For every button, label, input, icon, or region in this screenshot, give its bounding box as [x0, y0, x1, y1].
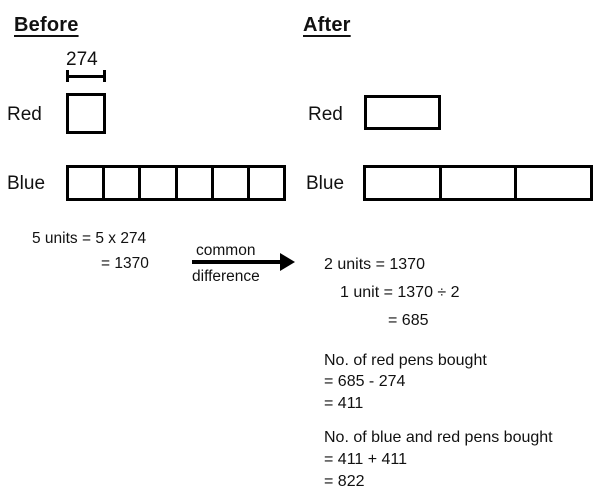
arrow-label-top: common — [196, 242, 256, 259]
total-pens-block-line-2: = 822 — [324, 473, 365, 490]
left-work-line-1: 5 units = 5 x 274 — [32, 230, 147, 247]
bracket-line — [66, 74, 106, 78]
measurement-value-274: 274 — [66, 49, 98, 70]
red-pens-block-title: No. of red pens bought — [324, 352, 487, 369]
bar-unit-cell — [249, 168, 284, 198]
bar-unit-cell — [69, 96, 103, 131]
before-section-heading: Before — [14, 14, 79, 36]
red-pens-block-line-2: = 411 — [324, 395, 364, 412]
arrow-label-bottom: difference — [192, 268, 260, 285]
right-work-line-3: = 685 — [388, 312, 429, 329]
bar-unit-cell — [213, 168, 250, 198]
before-blue-bar-label: Blue — [7, 173, 46, 194]
after-section-heading: After — [303, 14, 351, 36]
after-red-bar-label: Red — [308, 104, 343, 125]
right-arrow-icon — [192, 260, 282, 264]
bar-unit-cell — [441, 168, 518, 198]
after-blue-bar — [363, 165, 593, 201]
bar-unit-cell — [69, 168, 106, 198]
bar-unit-cell — [366, 168, 442, 198]
bar-unit-cell — [141, 168, 178, 198]
measurement-bracket — [66, 70, 106, 82]
common-difference-arrow-group: common difference — [192, 242, 296, 284]
after-red-bar — [364, 95, 441, 130]
total-pens-block-line-1: = 411 + 411 — [324, 451, 408, 468]
bracket-tick-left — [66, 70, 69, 82]
red-pens-block-line-1: = 685 - 274 — [324, 373, 406, 390]
bar-unit-cell — [367, 98, 438, 127]
bar-unit-cell — [177, 168, 214, 198]
total-pens-block-title: No. of blue and red pens bought — [324, 429, 553, 446]
before-red-bar — [66, 93, 106, 134]
left-work-line-2: = 1370 — [101, 255, 149, 272]
before-blue-bar — [66, 165, 286, 201]
bar-unit-cell — [105, 168, 142, 198]
after-blue-bar-label: Blue — [306, 173, 345, 194]
right-work-line-1: 2 units = 1370 — [324, 256, 425, 273]
right-work-line-2: 1 unit = 1370 ÷ 2 — [340, 284, 460, 301]
before-red-bar-label: Red — [7, 104, 42, 125]
bar-unit-cell — [517, 168, 591, 198]
right-arrow-head-icon — [280, 253, 295, 271]
bracket-tick-right — [103, 70, 106, 82]
